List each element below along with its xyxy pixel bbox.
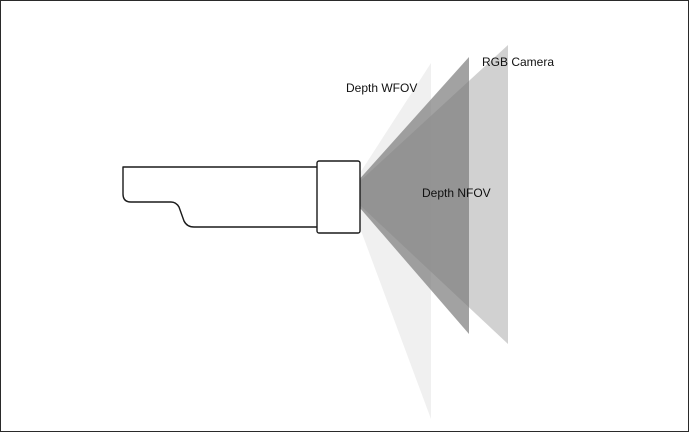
depth-nfov-cone xyxy=(347,57,469,334)
device-front-housing xyxy=(316,160,361,234)
depth-wfov-label: Depth WFOV xyxy=(346,81,418,95)
device-body xyxy=(122,166,317,228)
rgb-camera-label: RGB Camera xyxy=(482,55,555,69)
depth-nfov-label: Depth NFOV xyxy=(422,186,491,200)
